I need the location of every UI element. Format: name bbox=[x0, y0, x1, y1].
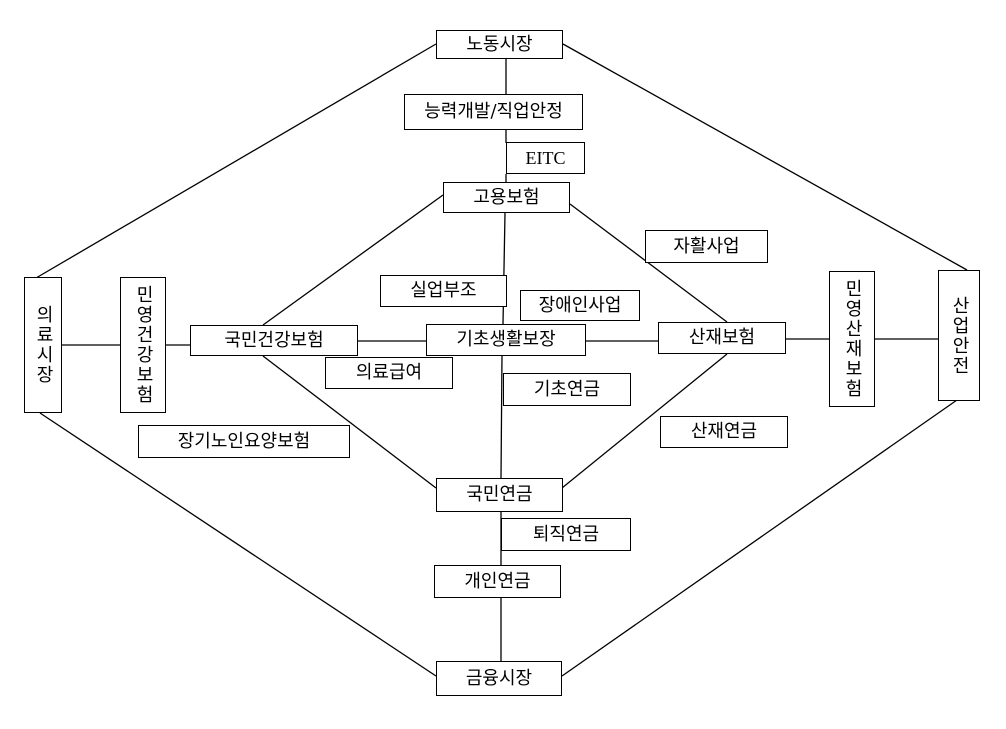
node-personal-pension: 개인연금 bbox=[434, 565, 561, 598]
edge-employment-basic bbox=[502, 212, 506, 325]
edge-employment-nhi bbox=[262, 194, 444, 326]
node-skill-development: 능력개발/직업안정 bbox=[404, 94, 583, 130]
edge-labor-medical bbox=[35, 43, 437, 279]
node-industrial-safety: 산업안전 bbox=[938, 270, 980, 401]
node-national-pension: 국민연금 bbox=[436, 478, 563, 512]
node-eitc: EITC bbox=[506, 142, 585, 174]
edge-nhi-pension bbox=[262, 355, 437, 489]
node-financial-market: 금융시장 bbox=[436, 661, 562, 696]
node-private-industrial-insurance: 민영산재보험 bbox=[829, 271, 875, 407]
edge-medical-finance bbox=[39, 412, 437, 677]
edge-safety-finance bbox=[561, 399, 958, 677]
node-industrial-insurance: 산재보험 bbox=[658, 322, 786, 354]
node-medical-market: 의료시장 bbox=[24, 277, 62, 413]
node-retirement-pension: 퇴직연금 bbox=[501, 518, 631, 551]
node-unemployment-aid: 실업부조 bbox=[380, 275, 507, 307]
edge-employment-industrial bbox=[569, 203, 728, 323]
edge-industrial-pension bbox=[561, 353, 728, 489]
node-industrial-pension: 산재연금 bbox=[660, 416, 788, 448]
edge-basic-pension bbox=[500, 355, 503, 479]
node-medical-aid: 의료급여 bbox=[325, 357, 453, 389]
node-private-health-insurance: 민영건강보험 bbox=[120, 277, 166, 413]
node-national-health-insurance: 국민건강보험 bbox=[190, 325, 358, 356]
node-employment-insurance: 고용보험 bbox=[443, 182, 570, 213]
node-basic-livelihood: 기초생활보장 bbox=[426, 324, 586, 356]
node-self-support: 자활사업 bbox=[645, 230, 768, 263]
edge-labor-safety bbox=[562, 43, 968, 271]
node-labor-market: 노동시장 bbox=[436, 30, 563, 59]
node-disability-program: 장애인사업 bbox=[520, 290, 640, 321]
node-basic-pension: 기초연금 bbox=[503, 373, 631, 406]
node-long-term-care: 장기노인요양보험 bbox=[138, 425, 350, 458]
